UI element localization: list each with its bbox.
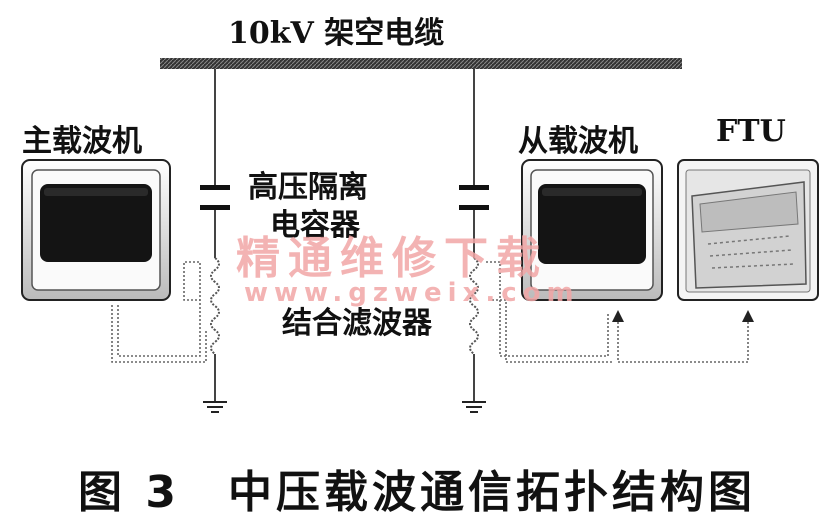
slave-carrier-device bbox=[521, 159, 663, 301]
master-carrier-label: 主载波机 bbox=[22, 124, 142, 159]
coupling-filter-label: 结合滤波器 bbox=[282, 306, 432, 341]
left-filter-coil bbox=[210, 257, 220, 355]
arrow-up-icon bbox=[612, 310, 624, 322]
left-capacitor-plate-top bbox=[200, 185, 230, 190]
left-capacitor-plate-bottom bbox=[200, 205, 230, 210]
left-ground-icon bbox=[203, 401, 227, 413]
figure-caption: 图 3 中压载波通信拓扑结构图 bbox=[78, 467, 756, 518]
capacitor-label-line2: 电容器 bbox=[270, 208, 360, 243]
right-filter-coil bbox=[469, 257, 479, 355]
ftu-label: FTU bbox=[716, 114, 786, 149]
slave-carrier-label: 从载波机 bbox=[518, 124, 638, 159]
slave-ftu-link bbox=[617, 318, 749, 363]
right-ground-icon bbox=[462, 401, 486, 413]
overhead-cable-label: 10kV 架空电缆 bbox=[228, 16, 445, 51]
overhead-cable-bar bbox=[160, 58, 682, 69]
right-capacitor-plate-bottom bbox=[459, 205, 489, 210]
right-capacitor-plate-top bbox=[459, 185, 489, 190]
arrow-up-icon bbox=[742, 310, 754, 322]
watermark-text: 精通维修下载 bbox=[236, 233, 548, 284]
right-signal-wire bbox=[486, 261, 614, 363]
left-signal-wire bbox=[111, 261, 207, 363]
ftu-device bbox=[677, 159, 819, 301]
master-carrier-device bbox=[21, 159, 171, 301]
capacitor-label-line1: 高压隔离 bbox=[248, 170, 368, 205]
watermark-url: www.gzweix.com bbox=[244, 278, 580, 308]
